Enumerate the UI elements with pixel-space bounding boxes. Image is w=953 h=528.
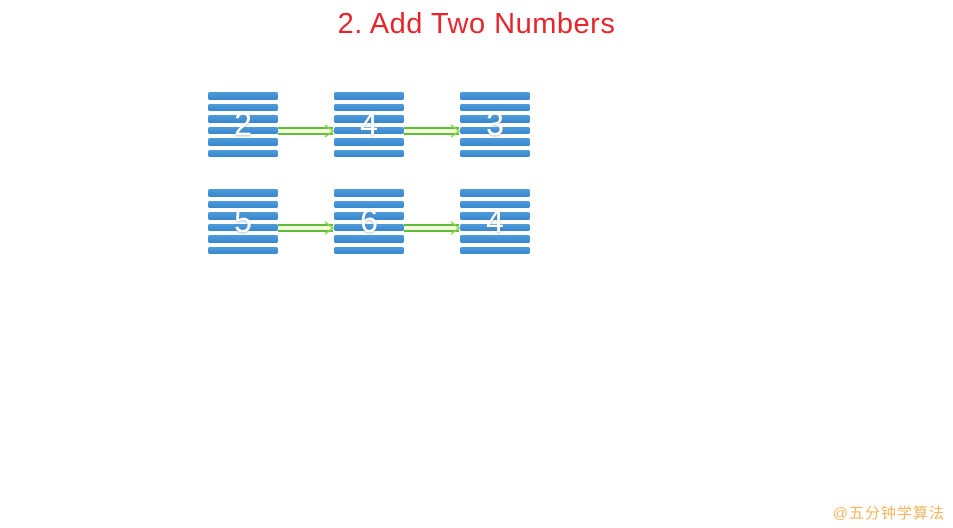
list-node: 4 [460,189,530,254]
node-stripe [208,103,278,111]
next-pointer-arrow-icon [404,124,460,138]
node-value: 4 [486,203,504,239]
node-stripe [460,138,530,146]
node-stripe [460,149,530,157]
node-stripe [460,212,530,220]
node-value: 4 [360,106,378,142]
node-stripe [334,149,404,157]
node-value: 6 [360,203,378,239]
next-pointer-arrow-icon [278,221,334,235]
node-stripe [334,235,404,243]
node-stripe [460,223,530,231]
node-stripe [334,115,404,123]
node-stripe [208,212,278,220]
node-stripe [460,189,530,197]
list-node: 6 [334,189,404,254]
list-node: 5 [208,189,278,254]
node-stripe [208,149,278,157]
next-pointer-arrow-icon [278,124,334,138]
node-stripe [208,126,278,134]
node-value: 3 [486,106,504,142]
node-stripe [334,138,404,146]
list-node: 2 [208,92,278,157]
node-stripe [460,103,530,111]
node-stripe [460,235,530,243]
watermark: @五分钟学算法 [832,505,945,522]
node-stripe [208,200,278,208]
node-stripe [208,223,278,231]
node-stripe [460,92,530,100]
node-stripe [334,103,404,111]
node-stripe [460,246,530,254]
node-stripe [334,246,404,254]
linked-list-row-2: 5 6 4 [208,189,530,254]
node-stripe [208,92,278,100]
node-stripe [334,92,404,100]
list-node: 4 [334,92,404,157]
node-stripe [208,115,278,123]
node-stripe [208,138,278,146]
node-stripe [334,126,404,134]
linked-list-row-1: 2 4 3 [208,92,530,157]
node-stripe [460,115,530,123]
node-stripe [334,200,404,208]
node-stripe [208,235,278,243]
node-value: 2 [234,106,252,142]
slide-title: 2. Add Two Numbers [337,8,616,40]
node-value: 5 [234,203,252,239]
node-stripe [208,246,278,254]
node-stripe [208,189,278,197]
node-stripe [460,200,530,208]
next-pointer-arrow-icon [404,221,460,235]
node-stripe [334,223,404,231]
node-stripe [460,126,530,134]
list-node: 3 [460,92,530,157]
node-stripe [334,189,404,197]
node-stripe [334,212,404,220]
